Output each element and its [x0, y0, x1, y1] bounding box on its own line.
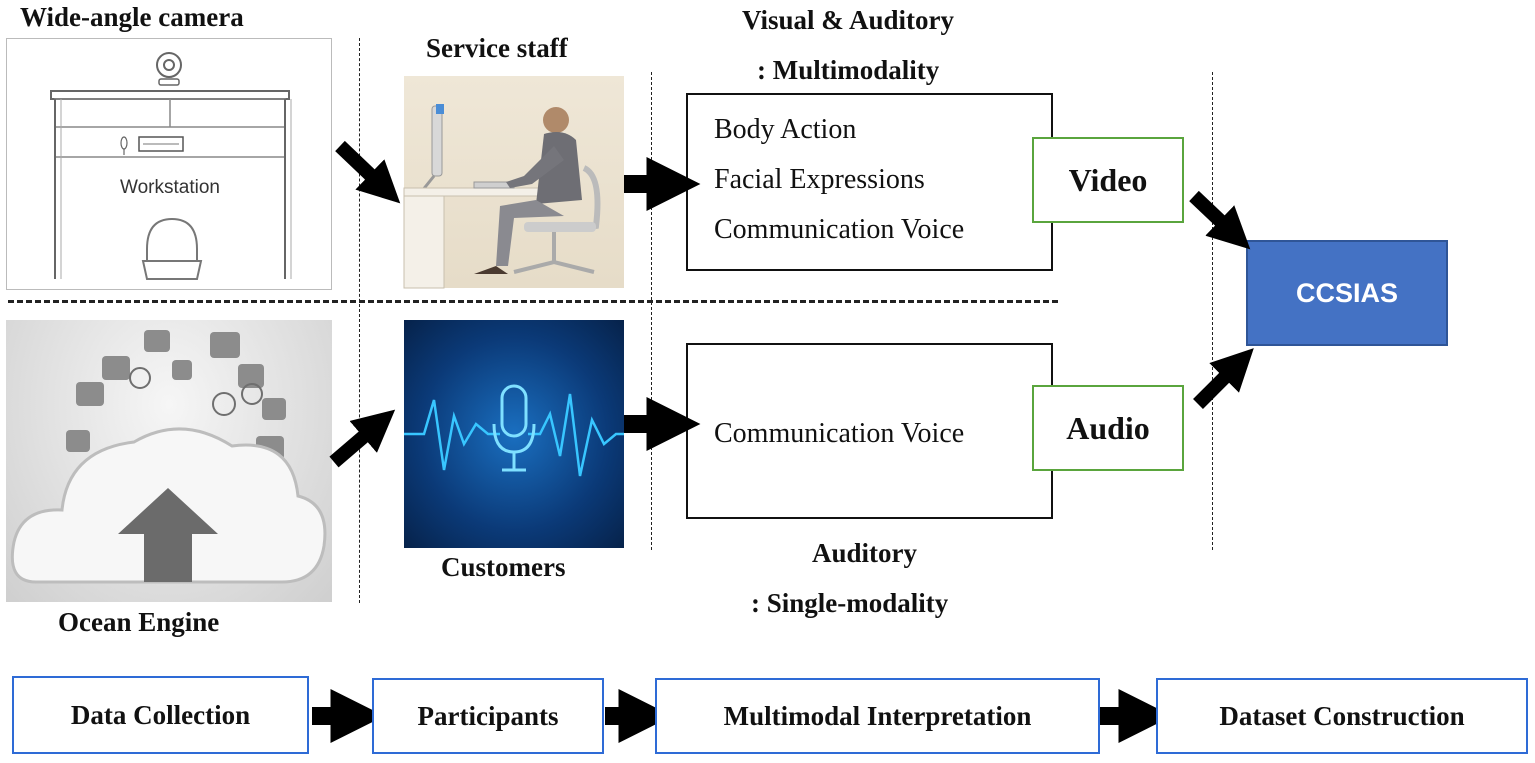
visual-auditory-title-line1: Visual & Auditory	[742, 5, 955, 35]
separator-vertical-1	[359, 38, 360, 603]
step-dataset-construction: Dataset Construction	[1156, 678, 1528, 754]
content-item-facial-expressions: Facial Expressions	[714, 164, 925, 195]
microphone-waveform-icon	[404, 384, 624, 477]
ocean-engine-illustration	[6, 320, 332, 602]
audio-mode-box: Audio	[1032, 385, 1184, 471]
workstation-illustration: Workstation	[6, 38, 332, 290]
content-item-communication-voice: Communication Voice	[714, 214, 965, 245]
customers-illustration	[404, 320, 624, 548]
chair-icon	[141, 217, 203, 280]
webcam-icon	[156, 52, 182, 86]
service-staff-title: Service staff	[426, 33, 568, 63]
wide-angle-camera-title: Wide-angle camera	[20, 2, 244, 32]
video-mode-box: Video	[1032, 137, 1184, 223]
service-staff-illustration	[403, 76, 624, 289]
ocean-engine-title: Ocean Engine	[58, 607, 220, 637]
arrow-icon	[329, 409, 396, 468]
content-item-communication-voice-audio: Communication Voice	[714, 418, 965, 449]
auditory-title-line1: Auditory	[812, 538, 918, 568]
cloud-upload-icon	[10, 330, 327, 584]
step-multimodal-interpretation: Multimodal Interpretation	[655, 678, 1100, 754]
separator-horizontal	[8, 300, 1058, 303]
content-item-body-action: Body Action	[714, 114, 857, 145]
visual-auditory-title-line2: : Multimodality	[757, 55, 940, 85]
arrow-icon	[335, 140, 401, 204]
separator-vertical-3	[1212, 72, 1213, 550]
workstation-label: Workstation	[120, 177, 220, 198]
person-at-computer-icon	[403, 104, 601, 289]
separator-vertical-2	[651, 72, 652, 550]
desk-icon	[50, 90, 292, 279]
arrow-icon	[1189, 190, 1251, 250]
ccsias-box: CCSIAS	[1246, 240, 1448, 346]
multimodal-content-box: Body Action Facial Expressions Communica…	[686, 93, 1053, 271]
customers-title: Customers	[441, 552, 566, 582]
arrow-icon	[1193, 348, 1254, 409]
single-modality-content-box: Communication Voice	[686, 343, 1053, 519]
step-data-collection: Data Collection	[12, 676, 309, 754]
auditory-title-line2: : Single-modality	[751, 588, 949, 618]
step-participants: Participants	[372, 678, 604, 754]
